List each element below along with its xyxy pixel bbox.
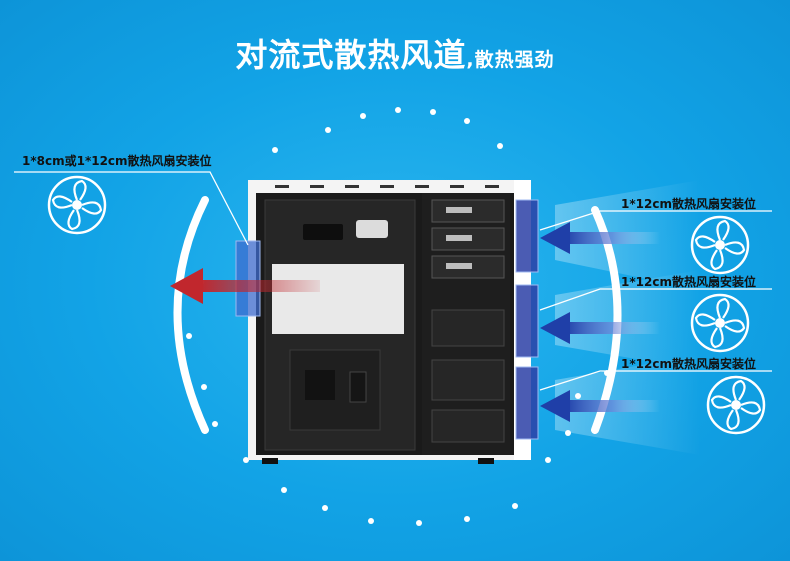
rear-fan-label: 1*8cm或1*12cm散热风扇安装位 xyxy=(22,154,212,168)
ring-dot xyxy=(464,118,470,124)
title-main: 对流式散热风道 xyxy=(235,36,467,74)
ring-dot xyxy=(395,107,401,113)
title-sub: ,散热强劲 xyxy=(466,49,555,71)
cpu-cutout xyxy=(272,264,404,334)
left-bracket xyxy=(173,196,209,434)
ring-dot xyxy=(272,147,278,153)
ring-dot xyxy=(368,518,374,524)
ring-dot xyxy=(497,143,503,149)
fan-icon xyxy=(47,175,107,235)
ring-dot xyxy=(212,421,218,427)
ring-dot xyxy=(464,516,470,522)
front-fan-label-1: 1*12cm散热风扇安装位 xyxy=(621,197,756,211)
ring-dot xyxy=(243,457,249,463)
rear-fan-slot xyxy=(235,240,261,317)
front-fan-label-3: 1*12cm散热风扇安装位 xyxy=(621,357,756,371)
front-fan-slot-3 xyxy=(515,366,539,440)
ring-dot xyxy=(281,487,287,493)
fan-icon xyxy=(706,375,766,435)
front-fan-label-2: 1*12cm散热风扇安装位 xyxy=(621,275,756,289)
ring-dot xyxy=(322,505,328,511)
ring-dot xyxy=(325,127,331,133)
exhaust-arrow-icon xyxy=(170,268,320,304)
ring-dot xyxy=(430,109,436,115)
intake-arrow-icon xyxy=(540,222,660,422)
fan-icon xyxy=(690,293,750,353)
ring-dot xyxy=(565,430,571,436)
ring-dot xyxy=(512,503,518,509)
front-fan-slot-2 xyxy=(515,284,539,358)
front-fan-slot-1 xyxy=(515,199,539,273)
ring-dot xyxy=(545,457,551,463)
ring-dot xyxy=(201,384,207,390)
ring-dot xyxy=(360,113,366,119)
fan-icon xyxy=(690,215,750,275)
ring-dot xyxy=(416,520,422,526)
ring-dot xyxy=(186,333,192,339)
page-title: 对流式散热风道,散热强劲 xyxy=(0,30,790,76)
